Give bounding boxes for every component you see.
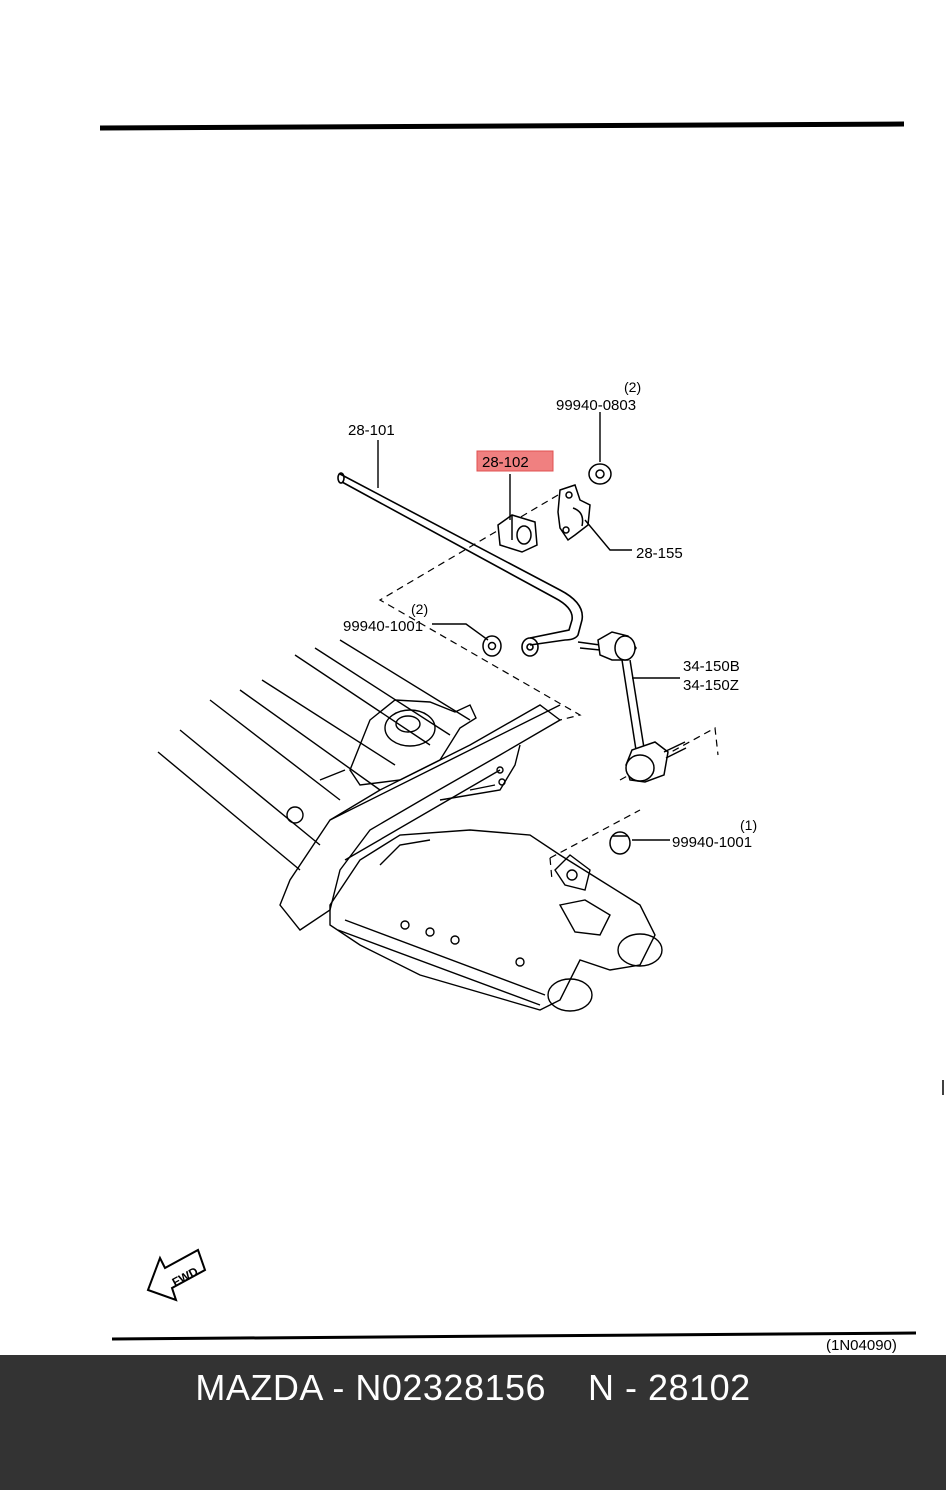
nut-left-icon — [482, 635, 502, 657]
crossmember-frame — [157, 639, 663, 1012]
stabilizer-bushing — [497, 514, 538, 553]
stabilizer-link — [577, 631, 687, 783]
parts-diagram: 28-101 28-102 (2) 99940-0803 28-155 (2) … — [99, 121, 944, 1354]
label-28-102: 28-102 — [482, 454, 529, 471]
qty-99940-1001-lower: (1) — [740, 817, 757, 833]
qty-99940-1001-left: (2) — [411, 601, 428, 617]
footer-part-number: MAZDA - N02328156 N - 28102 — [195, 1367, 751, 1408]
label-99940-1001-lower: 99940-1001 — [672, 834, 752, 851]
nut-lower-icon — [609, 831, 631, 855]
footer-bar: MAZDA - N02328156 N - 28102 — [0, 1355, 946, 1490]
diagram-code: (1N04090) — [826, 1337, 897, 1354]
label-99940-1001-left: 99940-1001 — [343, 618, 423, 635]
stabilizer-bar — [337, 472, 584, 657]
label-99940-0803: 99940-0803 — [556, 397, 636, 414]
label-34-150Z: 34-150Z — [683, 677, 739, 694]
highlight-28-102 — [476, 450, 554, 472]
label-34-150B: 34-150B — [683, 658, 740, 675]
nut-top-icon — [588, 463, 612, 485]
bottom-frame-line — [111, 1331, 917, 1341]
qty-99940-0803: (2) — [624, 379, 641, 395]
label-28-155: 28-155 — [636, 545, 683, 562]
top-frame-line — [99, 121, 905, 131]
label-28-101: 28-101 — [348, 422, 395, 439]
leader-lines — [377, 412, 680, 841]
stabilizer-clamp — [557, 484, 591, 542]
fwd-arrow-icon: FWD — [146, 1248, 207, 1302]
